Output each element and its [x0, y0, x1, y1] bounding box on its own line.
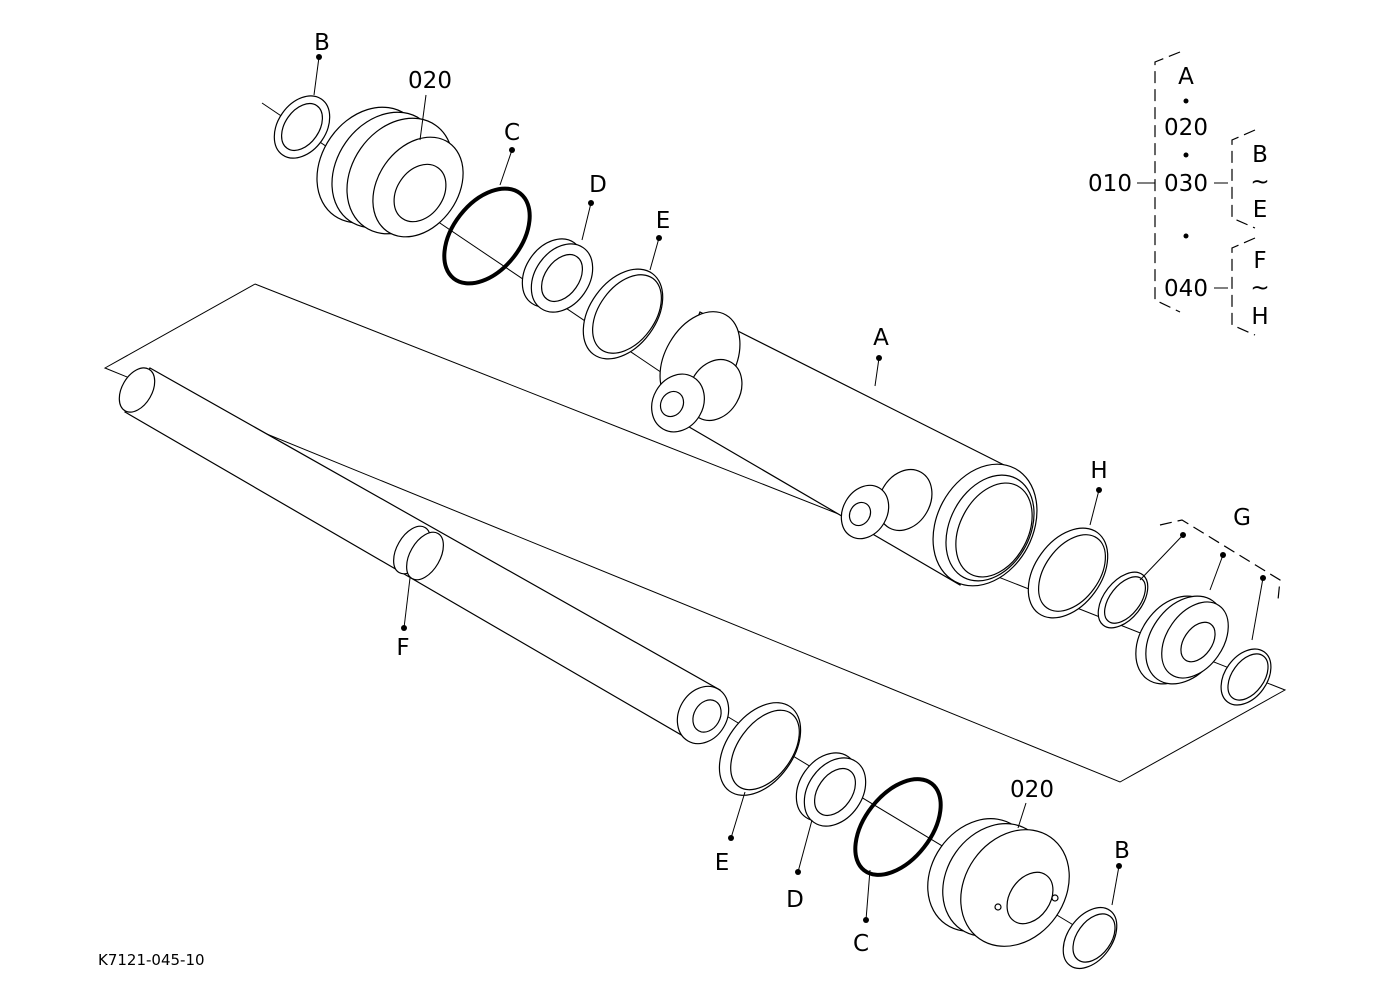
callout-e-top: E [656, 208, 671, 234]
callout-a: A [873, 325, 889, 351]
callout-b-bottom: B [1114, 838, 1130, 864]
part-d-bottom-bushing [795, 752, 867, 827]
callout-f: F [396, 635, 409, 661]
part-020-bottom-gland [927, 818, 1070, 947]
figure-code: K7121-045-10 [98, 951, 205, 969]
part-e-bottom-seal [718, 702, 802, 796]
callout-c-bottom: C [853, 931, 869, 957]
callout-020-bottom: 020 [1010, 777, 1054, 803]
tree-a: A [1178, 64, 1194, 90]
callout-c-top: C [504, 120, 520, 146]
part-c-bottom-oring [853, 777, 943, 877]
tree-range-tilde-1: ~ [1250, 169, 1269, 195]
tree-root-010: 010 [1088, 171, 1132, 197]
part-a-cylinder-tube [651, 311, 1038, 587]
leader-lines [313, 54, 1266, 923]
part-e-top-seal [582, 268, 664, 360]
tree-040: 040 [1164, 276, 1208, 302]
part-b-top-ring [273, 95, 331, 159]
callout-d-bottom: D [786, 887, 804, 913]
tree-range-b: B [1252, 142, 1268, 168]
callout-d-top: D [589, 172, 607, 198]
callout-g: G [1233, 505, 1251, 531]
part-h-seal [1027, 527, 1109, 619]
tree-range-h: H [1251, 304, 1268, 330]
part-g-piston [1135, 595, 1229, 685]
part-small-ring [1097, 571, 1149, 629]
part-c-top-oring [442, 186, 532, 286]
assembly-tree: 010 A 020 030 040 B ~ E F ~ H [1088, 51, 1270, 336]
part-d-top-bushing [521, 238, 594, 313]
part-f-piston-rod [118, 367, 730, 745]
part-b-bottom-ring [1062, 907, 1118, 969]
g-group-bracket [1159, 519, 1281, 601]
callout-e-bottom: E [715, 850, 730, 876]
tree-020: 020 [1164, 115, 1208, 141]
part-far-right-ring [1220, 648, 1272, 706]
callout-h: H [1090, 458, 1107, 484]
callout-020-top: 020 [408, 68, 452, 94]
tree-030: 030 [1164, 171, 1208, 197]
tree-range-e: E [1253, 197, 1268, 223]
part-020-top-gland [316, 106, 464, 238]
tree-range-f: F [1253, 248, 1266, 274]
tree-range-tilde-2: ~ [1250, 275, 1269, 301]
callout-b-top: B [314, 30, 330, 56]
